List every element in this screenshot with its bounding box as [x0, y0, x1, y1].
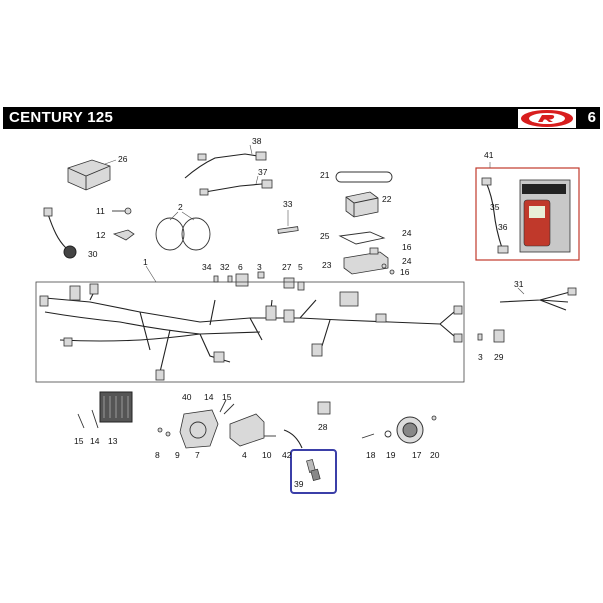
diagnostic-kit-box	[475, 162, 580, 261]
label-12: 12	[96, 230, 106, 240]
page-title: CENTURY 125	[9, 109, 114, 126]
label-15-top: 15	[222, 392, 232, 402]
label-6: 6	[238, 262, 243, 272]
label-17: 17	[412, 450, 422, 460]
label-42: 42	[282, 450, 292, 460]
highlighted-part-39[interactable]	[290, 449, 337, 494]
regulator-13	[77, 391, 133, 429]
label-22: 22	[382, 194, 392, 204]
label-16-bottom: 16	[400, 267, 410, 277]
label-40: 40	[182, 392, 192, 402]
cable-37	[199, 175, 273, 196]
label-36: 36	[498, 222, 508, 232]
label-8: 8	[155, 450, 160, 460]
sensor-30	[43, 207, 77, 259]
ecu-part	[67, 159, 117, 191]
label-27: 27	[282, 262, 292, 272]
strap-21	[335, 171, 393, 183]
label-32: 32	[220, 262, 230, 272]
label-5: 5	[298, 262, 303, 272]
label-28: 28	[318, 422, 328, 432]
label-38: 38	[252, 136, 262, 146]
label-9: 9	[175, 450, 180, 460]
header-bar: CENTURY 125 6	[3, 107, 600, 129]
label-39: 39	[294, 479, 304, 489]
label-7: 7	[195, 450, 200, 460]
label-29: 29	[494, 352, 504, 362]
horn-17	[361, 415, 437, 444]
label-24-bottom: 24	[402, 256, 412, 266]
part-labels: 26 38 37 21 22 41 35 36 11 2 33 25 24 16…	[74, 136, 524, 489]
cable-38	[184, 144, 267, 179]
label-11: 11	[96, 206, 105, 216]
screw-11	[112, 207, 132, 215]
small-connectors-row	[213, 271, 305, 291]
label-41: 41	[484, 150, 494, 160]
rings-2	[155, 211, 211, 251]
label-1: 1	[143, 257, 148, 267]
clip-12	[112, 229, 135, 241]
label-26: 26	[118, 154, 128, 164]
coil-7	[157, 409, 219, 449]
label-14-top: 14	[204, 392, 214, 402]
label-25: 25	[320, 231, 330, 241]
label-23: 23	[322, 260, 332, 270]
label-37: 37	[258, 167, 268, 177]
battery-box-22	[345, 191, 379, 218]
label-3-top: 3	[257, 262, 262, 272]
label-18: 18	[366, 450, 376, 460]
page-number: 6	[587, 109, 596, 126]
label-24-top: 24	[402, 228, 412, 238]
label-34: 34	[202, 262, 212, 272]
main-harness-1	[35, 265, 465, 383]
label-16-top: 16	[402, 242, 412, 252]
connector-29	[477, 329, 505, 343]
bracket-23-25	[338, 231, 395, 275]
starter-4	[219, 399, 303, 449]
label-15-left: 15	[74, 436, 84, 446]
label-21: 21	[320, 170, 330, 180]
label-3-right: 3	[478, 352, 483, 362]
rod-33	[277, 210, 299, 234]
harness-31	[499, 287, 577, 311]
label-35: 35	[490, 202, 500, 212]
brand-logo-icon	[518, 109, 576, 128]
label-2: 2	[178, 202, 183, 212]
label-20: 20	[430, 450, 440, 460]
label-4: 4	[242, 450, 247, 460]
label-13: 13	[108, 436, 118, 446]
label-30: 30	[88, 249, 98, 259]
label-31: 31	[514, 279, 524, 289]
label-33: 33	[283, 199, 293, 209]
relay-28	[317, 401, 331, 415]
label-10: 10	[262, 450, 272, 460]
label-14-left: 14	[90, 436, 100, 446]
label-19: 19	[386, 450, 396, 460]
